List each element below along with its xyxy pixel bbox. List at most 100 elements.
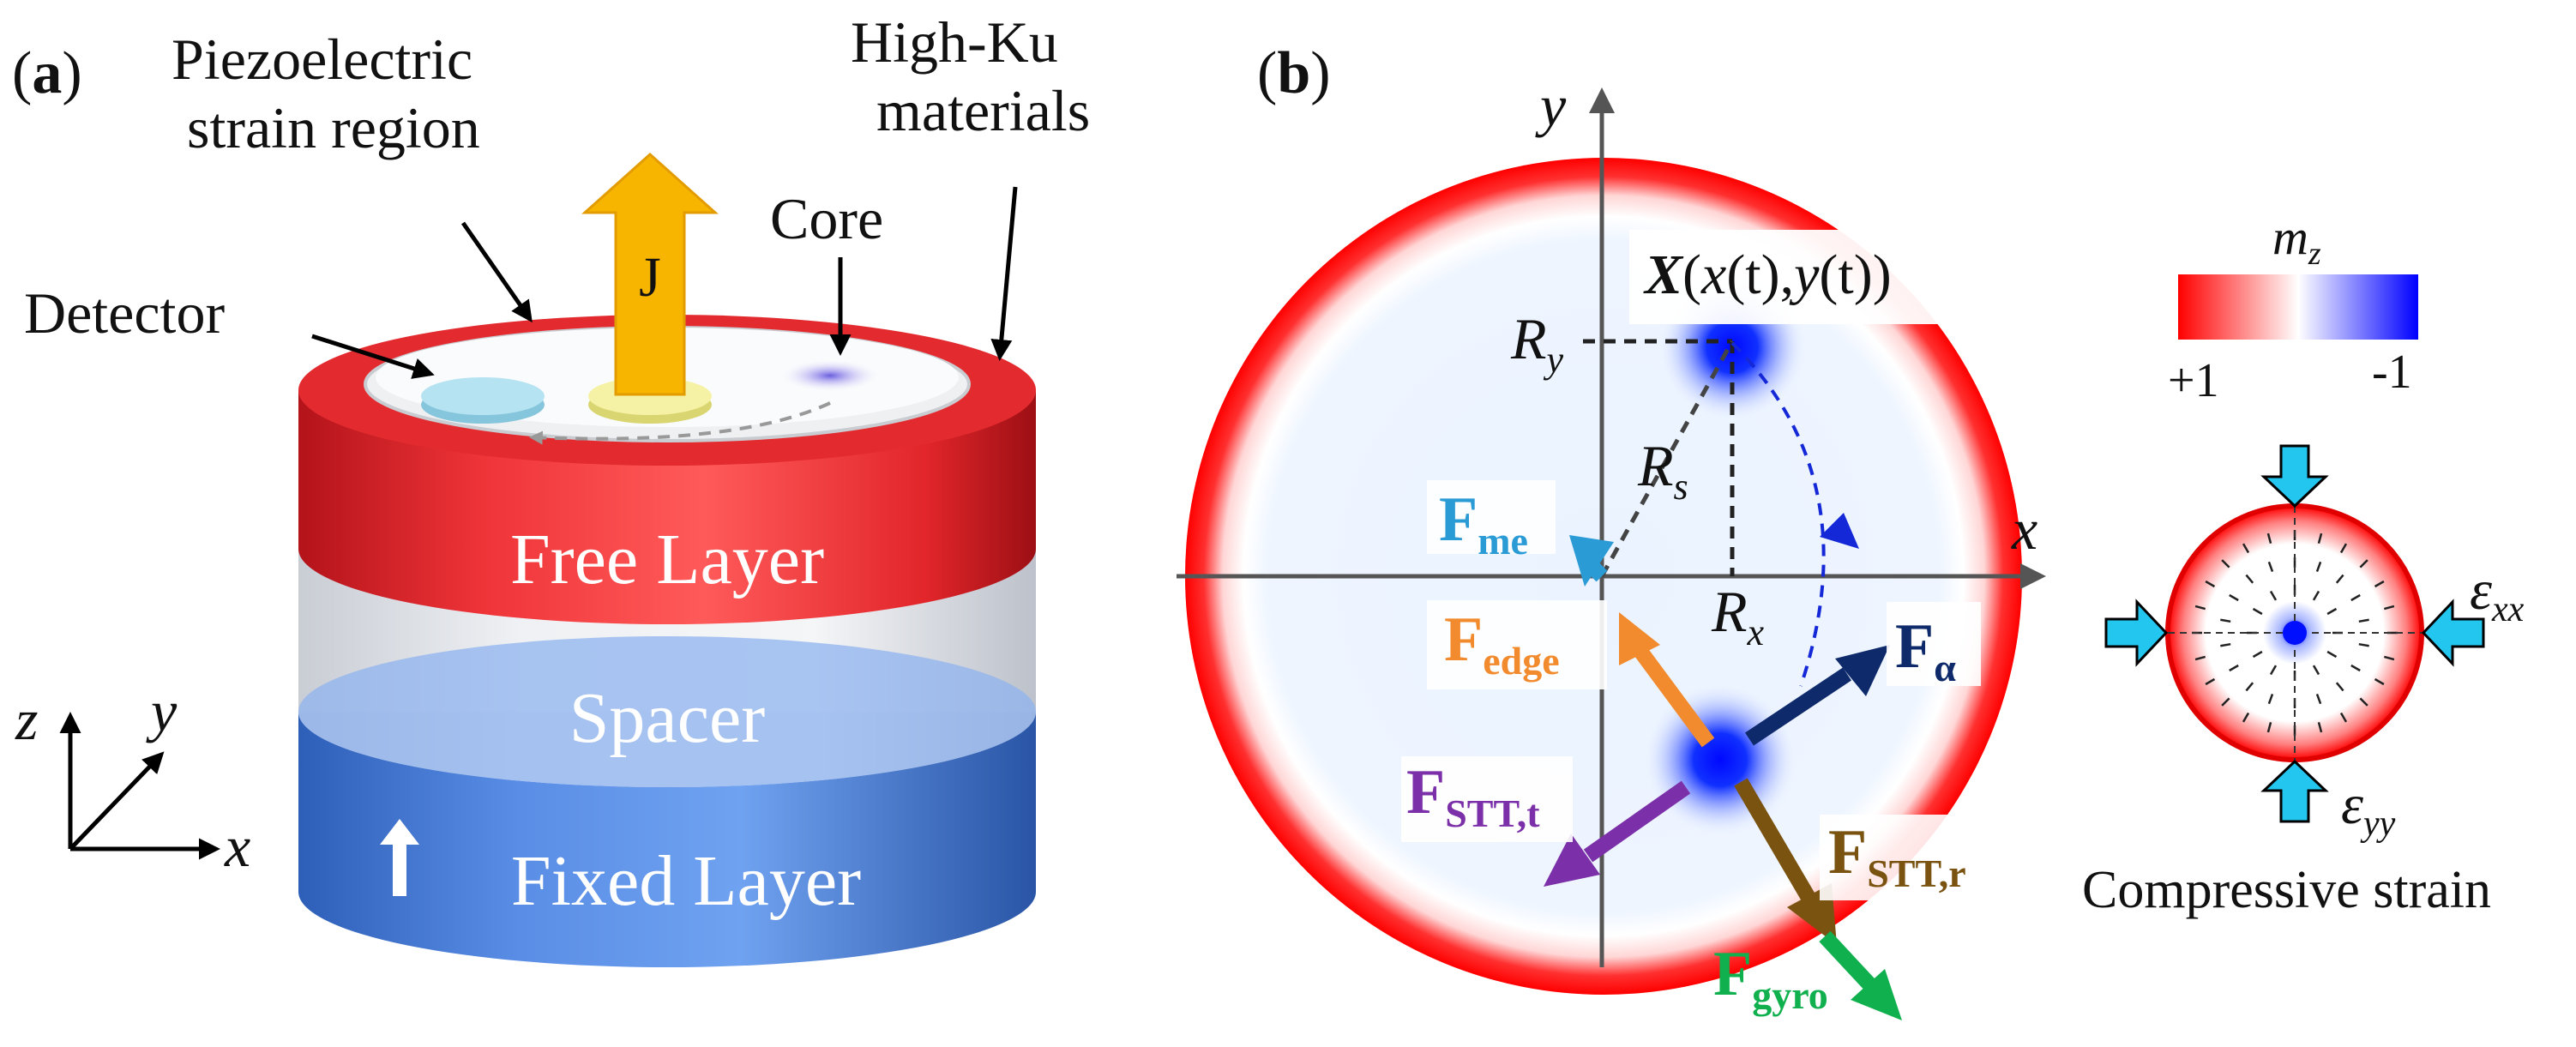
spin-arrow: [2245, 682, 2254, 692]
label-bg-alpha: [1887, 602, 1981, 686]
fixed-layer-label: Fixed Layer: [511, 841, 861, 921]
y-axis: [69, 751, 165, 851]
force-gyro-arrow: [1819, 930, 1902, 1020]
core-spot: [782, 360, 878, 391]
force-me-label: Fme: [1439, 484, 1528, 563]
detector-disk: [421, 377, 545, 415]
rx-label: Rx: [1711, 579, 1765, 653]
force-gyro-label: Fgyro: [1713, 939, 1828, 1017]
detector-pointer: [311, 334, 435, 379]
spin-arrow: [2315, 693, 2322, 705]
colorbar-gradient: [2178, 274, 2418, 340]
spin-arrow: [2194, 605, 2206, 611]
current-arrow: [581, 152, 719, 396]
spin-arrow: [2221, 697, 2230, 707]
spin-arrow: [2350, 664, 2361, 672]
spin-arrow: [2350, 593, 2361, 602]
coordinate-axes: z y x: [15, 678, 250, 879]
spin-arrow: [2220, 618, 2231, 623]
highku-label-line2: materials: [876, 78, 1090, 143]
highku-pointer: [990, 186, 1018, 361]
spin-arrow: [2374, 580, 2385, 588]
strain-inset: εxx εyy Compressive strain: [2082, 444, 2525, 919]
axis-y-label: y: [146, 678, 178, 743]
force-alpha-arrow: [1745, 645, 1890, 746]
spin-arrow: [2335, 682, 2344, 692]
force-edge-label: Fedge: [1444, 605, 1560, 683]
label-bg-X: [1629, 230, 1989, 324]
spin-arrow: [2383, 605, 2395, 611]
force-alpha-label: Fα: [1895, 611, 1956, 689]
spin-arrow: [2315, 561, 2322, 573]
spacer-fixed-interface: [298, 636, 1036, 787]
eps-xx-label: εxx: [2470, 559, 2525, 629]
piezo-pointer: [460, 221, 533, 323]
highku-label-line1: High-Ku: [851, 9, 1058, 75]
rs-label: Rs: [1637, 433, 1688, 508]
colorbar-min-label: -1: [2372, 346, 2412, 399]
force-stt-t-arrow: [1544, 780, 1691, 887]
spin-arrow: [2205, 677, 2216, 686]
panel-a-label: (a): [12, 40, 82, 106]
force-stt-r-label: FSTT,r: [1828, 817, 1966, 895]
label-bg-stt-t: [1401, 756, 1573, 842]
spin-arrow: [2242, 543, 2250, 554]
axis-x-label-b: x: [2011, 496, 2037, 562]
inset-vortex-core: [2283, 621, 2307, 645]
eps-yy-label: εyy: [2341, 773, 2396, 844]
strain-arrow-left: [2104, 599, 2169, 667]
spin-arrow: [2267, 693, 2274, 705]
spin-arrow: [2229, 593, 2239, 602]
label-bg-edge: [1427, 600, 1607, 689]
rs-guide: [1599, 340, 1735, 578]
colorbar: mz +1 -1: [2168, 209, 2418, 407]
vortex-core-current: [1645, 684, 1796, 835]
gyration-arc: [1730, 341, 1826, 687]
spin-arrow: [2335, 574, 2344, 584]
strain-arrow-bottom: [2260, 759, 2329, 823]
ry-label: Ry: [1510, 306, 1564, 381]
spin-arrow: [2252, 607, 2263, 616]
spin-arrow: [2205, 580, 2216, 588]
detector-label: Detector: [24, 280, 225, 346]
colorbar-max-label: +1: [2168, 354, 2219, 407]
spin-arrow: [2221, 559, 2230, 569]
spin-arrow: [2358, 618, 2369, 623]
gyration-path: [528, 401, 831, 445]
panel-a: (a) J Free Layer Spacer Fixed Layer Piez…: [12, 9, 1090, 967]
colorbar-title: mz: [2272, 209, 2321, 272]
spin-arrow: [2252, 650, 2263, 659]
free-layer-label: Free Layer: [510, 520, 824, 599]
strain-arrow-right: [2421, 599, 2485, 667]
spin-arrow: [2326, 607, 2338, 616]
spin-arrow: [2358, 642, 2369, 647]
force-stt-t-label: FSTT,t: [1406, 757, 1540, 835]
fixed-layer-arrow-icon: [380, 819, 419, 896]
spacer-label: Spacer: [569, 678, 766, 758]
axis-z-label: z: [15, 687, 38, 752]
spin-arrow: [2339, 712, 2348, 723]
spin-arrow: [2266, 533, 2272, 545]
spin-arrow: [2312, 665, 2320, 676]
spin-arrow: [2359, 697, 2368, 707]
spin-arrow: [2359, 559, 2368, 569]
label-bg-stt-r: [1820, 815, 2000, 900]
axis-x-label: x: [224, 814, 250, 879]
core-label: Core: [770, 186, 883, 251]
spin-arrow: [2267, 561, 2274, 573]
spin-arrow: [2317, 533, 2323, 545]
label-bg-me: [1427, 480, 1556, 554]
gyration-arc-head: [1820, 513, 1859, 549]
spin-arrow: [2374, 677, 2385, 686]
panel-b: (b) x y X(x(t),y(t)) Ry Rs Rx: [1177, 40, 2046, 1020]
spin-arrow: [2242, 712, 2250, 723]
spin-arrow: [2383, 655, 2395, 661]
spin-arrow: [2194, 655, 2206, 661]
strain-arrow-top: [2260, 444, 2329, 508]
force-me-arrow: [1569, 535, 1614, 587]
spin-arrow: [2339, 543, 2348, 554]
spin-arrow: [2229, 664, 2239, 672]
spin-arrow: [2245, 574, 2254, 584]
spin-arrow: [2317, 721, 2323, 733]
